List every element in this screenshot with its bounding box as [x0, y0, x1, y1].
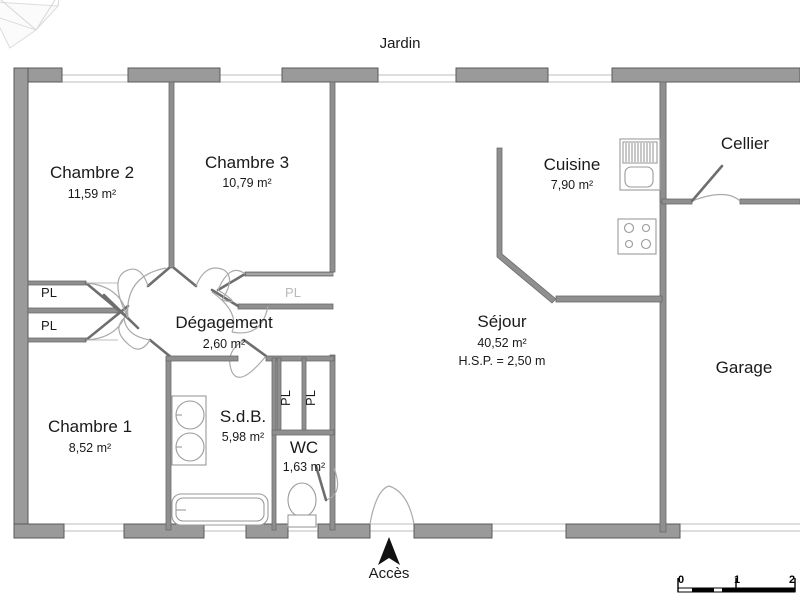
double-basin-icon — [171, 395, 207, 466]
wall-segment-bottom-1 — [13, 523, 65, 539]
scale-label-2: 2 — [789, 574, 795, 586]
partition-wc-top — [271, 429, 335, 436]
bathtub-icon — [171, 493, 269, 526]
sink-icon — [619, 138, 661, 191]
room-area-cuisine: 7,90 m² — [551, 178, 593, 192]
partition-chambre1-sdb — [165, 357, 172, 531]
wall-segment-bottom-2 — [123, 523, 205, 539]
closet-label-pl-1: PL — [41, 285, 57, 300]
closet-label-pl-5: PL — [303, 390, 318, 406]
wall-segment-top-5 — [611, 67, 800, 83]
cuisine-south-wall — [555, 295, 663, 303]
closet-group-chambre3 — [210, 269, 334, 310]
room-area-sejour: 40,52 m² — [477, 336, 526, 350]
room-label-garage: Garage — [716, 358, 773, 377]
watermark-logo — [0, 0, 60, 49]
stove-icon — [617, 218, 657, 255]
wall-segment-top-3 — [281, 67, 379, 83]
closet-group-chambre2 — [27, 280, 140, 343]
chambre3-closet-leaf-1 — [216, 272, 247, 292]
partition-sdb-sejour — [329, 354, 336, 531]
partition-chambre3-sejour — [329, 81, 336, 273]
room-label-cuisine: Cuisine — [544, 155, 601, 174]
room-label-chambre2: Chambre 2 — [50, 163, 134, 182]
wall-segment-top-4 — [455, 67, 549, 83]
room-label-chambre3: Chambre 3 — [205, 153, 289, 172]
room-area-chambre2: 11,59 m² — [68, 187, 116, 201]
room-area-sdb: 5,98 m² — [222, 430, 264, 444]
wall-segment-bottom-5 — [413, 523, 493, 539]
toilet-icon — [287, 482, 317, 528]
room-area-chambre3: 10,79 m² — [222, 176, 271, 190]
chambre2-door-leaf — [146, 266, 171, 288]
closet-label-pl-4: PL — [278, 390, 293, 406]
room-area-chambre1: 8,52 m² — [69, 441, 111, 455]
entrance-arrow-icon — [378, 537, 400, 565]
wall-segment-bottom-6 — [565, 523, 681, 539]
room-label-degagement: Dégagement — [175, 313, 273, 332]
room-label-chambre1: Chambre 1 — [48, 417, 132, 436]
chambre3-door-leaf — [172, 266, 198, 288]
closet-label-pl-2: PL — [41, 318, 57, 333]
exterior-wall-top — [13, 67, 800, 83]
room-hsp-sejour: H.S.P. = 2,50 m — [459, 354, 546, 368]
closet-door-leaf-3 — [102, 293, 140, 330]
partition-chambre2-chambre3 — [168, 81, 175, 269]
room-area-degagement: 2,60 m² — [203, 337, 245, 351]
exterior-label-jardin: Jardin — [380, 35, 421, 52]
cellier-south-wall — [661, 164, 800, 205]
chambre1-door-leaf — [148, 338, 174, 360]
sdb-door-leaf — [242, 338, 268, 358]
exterior-wall-bottom — [13, 523, 800, 539]
partition-cuisine-cellier — [659, 81, 667, 203]
degagement-door-arcs — [117, 266, 269, 378]
exterior-label-acces: Accès — [369, 565, 410, 582]
room-label-wc: WC — [290, 438, 318, 457]
entrance-door — [369, 485, 415, 565]
scale-label-1: 1 — [734, 574, 740, 586]
wall-segment-top-2 — [127, 67, 221, 83]
wall-segment-bottom-4 — [317, 523, 371, 539]
room-label-sejour: Séjour — [477, 312, 526, 331]
wall-segment-bottom-3 — [245, 523, 289, 539]
room-label-sdb: S.d.B. — [220, 407, 266, 426]
room-label-cellier: Cellier — [721, 134, 770, 153]
cellier-door-leaf — [690, 164, 724, 203]
wc-door-leaf — [314, 464, 328, 502]
sdb-wc-partitions — [165, 355, 339, 531]
chambre3-closet-leaf-2 — [210, 288, 240, 308]
scale-bar: 0 1 2 — [677, 574, 796, 593]
room-area-wc: 1,63 m² — [283, 460, 325, 474]
scale-label-0: 0 — [678, 574, 684, 586]
exterior-wall-left — [13, 67, 29, 539]
partition-sdb-wc — [271, 357, 277, 531]
closet-label-pl-3: PL — [285, 285, 301, 300]
